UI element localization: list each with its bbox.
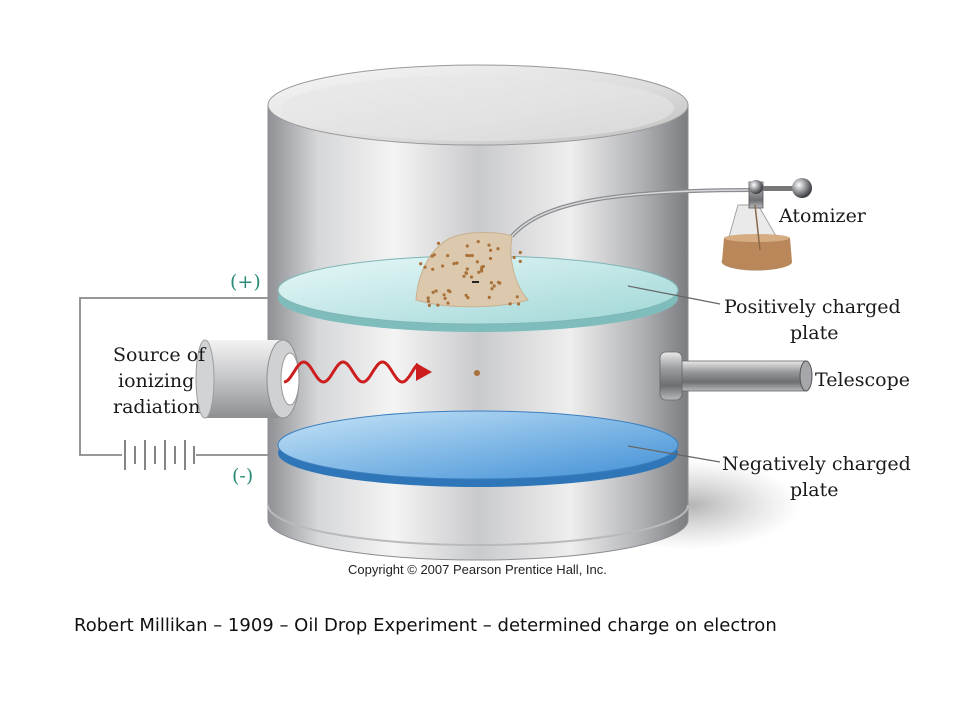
label-negative-sign: (-) xyxy=(232,465,253,487)
oil-droplet xyxy=(426,299,430,303)
oil-droplet xyxy=(452,262,456,266)
oil-droplet xyxy=(426,296,430,300)
oil-droplet xyxy=(487,295,491,299)
label-radiation-source-line3: radiation xyxy=(113,396,200,418)
oil-droplet xyxy=(518,259,522,263)
oil-droplet xyxy=(517,302,521,306)
oil-droplet xyxy=(466,296,470,300)
oil-droplet xyxy=(419,262,423,266)
radiation-source-tube xyxy=(195,339,300,419)
ionizing-radiation-wave xyxy=(283,360,420,384)
copyright-notice: Copyright © 2007 Pearson Prentice Hall, … xyxy=(348,562,607,577)
label-radiation-source-line2: ionizing xyxy=(118,370,194,392)
oil-mist xyxy=(415,232,529,308)
oil-droplet xyxy=(465,253,469,257)
oil-droplet xyxy=(489,248,493,252)
chamber-base-rim xyxy=(267,504,689,546)
chamber-cylinder xyxy=(267,104,689,561)
oil-droplet xyxy=(431,290,435,294)
leader-positive-plate xyxy=(627,285,721,305)
oil-droplet xyxy=(436,241,441,245)
label-positive-plate-line1: Positively charged xyxy=(724,296,901,318)
oil-droplet xyxy=(464,293,468,297)
oil-droplet xyxy=(508,302,512,306)
oil-droplet xyxy=(492,284,496,288)
negative-plate xyxy=(277,410,679,480)
oil-droplet xyxy=(489,281,494,285)
oil-droplet xyxy=(455,261,459,265)
label-positive-plate-line2: plate xyxy=(790,322,838,344)
label-negative-plate-line2: plate xyxy=(790,479,838,501)
suspended-oil-drop xyxy=(474,370,480,376)
oil-droplet xyxy=(465,267,469,271)
oil-droplet xyxy=(469,275,474,279)
oil-droplet xyxy=(465,244,469,248)
oil-droplet xyxy=(442,293,446,297)
oil-droplet xyxy=(431,267,435,271)
oil-droplet xyxy=(464,271,468,275)
oil-droplet xyxy=(477,270,481,274)
oil-droplet xyxy=(443,296,447,300)
oil-droplet xyxy=(446,301,450,305)
label-negative-plate-line1: Negatively charged xyxy=(722,453,911,475)
oil-droplet xyxy=(436,303,440,307)
oil-droplet xyxy=(446,289,450,293)
oil-droplet xyxy=(446,254,450,258)
oil-droplet xyxy=(496,280,501,284)
label-telescope: Telescope xyxy=(815,369,910,391)
battery xyxy=(124,440,195,470)
oil-droplet xyxy=(467,254,471,258)
atomizer xyxy=(721,178,812,271)
oil-droplet xyxy=(481,264,485,269)
oil-droplet xyxy=(427,303,431,307)
oil-droplet xyxy=(434,289,438,293)
oil-droplet xyxy=(423,265,427,269)
oil-droplet xyxy=(488,256,493,261)
telescope xyxy=(659,351,813,401)
oil-droplet xyxy=(490,287,494,291)
oil-droplet xyxy=(512,255,516,260)
oil-droplet xyxy=(462,274,466,278)
slide-caption: Robert Millikan – 1909 – Oil Drop Experi… xyxy=(74,615,777,636)
label-positive-sign: (+) xyxy=(230,271,261,293)
oil-droplet xyxy=(476,240,480,244)
oil-droplet xyxy=(441,264,445,268)
label-radiation-source-line1: Source of xyxy=(113,344,207,366)
oil-droplet xyxy=(487,243,491,247)
chamber-top-inner xyxy=(282,75,674,141)
circuit-wire xyxy=(79,297,268,456)
leader-negative-plate xyxy=(627,445,721,463)
oil-droplet xyxy=(515,295,519,299)
oil-droplet xyxy=(480,269,484,273)
oil-droplet xyxy=(475,260,479,264)
oil-droplet xyxy=(496,247,500,251)
oil-droplet xyxy=(518,250,522,255)
oil-droplets xyxy=(419,240,522,307)
oil-droplet xyxy=(432,253,436,257)
label-atomizer: Atomizer xyxy=(778,205,867,227)
oil-droplet xyxy=(470,253,474,258)
radiation-arrowhead xyxy=(416,363,432,381)
